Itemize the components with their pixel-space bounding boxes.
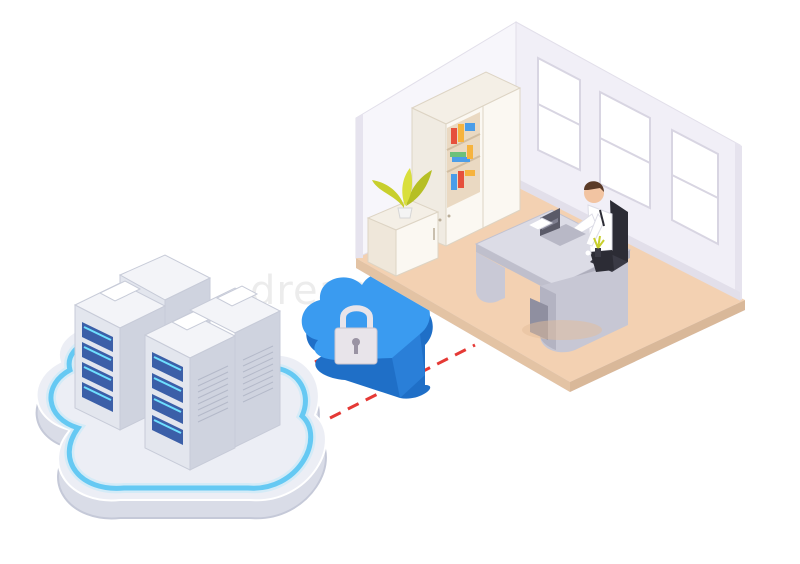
server-rack-center — [143, 309, 237, 471]
person — [567, 181, 614, 272]
windows — [537, 56, 719, 246]
server-screens-left — [82, 322, 113, 412]
server-screens-center — [152, 352, 183, 445]
desk-items — [526, 217, 605, 257]
server-rack-right — [188, 285, 282, 448]
padlock-icon — [334, 305, 378, 365]
potted-plant-icon — [372, 168, 432, 219]
office-room — [355, 21, 745, 392]
cloud-padlock-icon — [301, 272, 433, 399]
